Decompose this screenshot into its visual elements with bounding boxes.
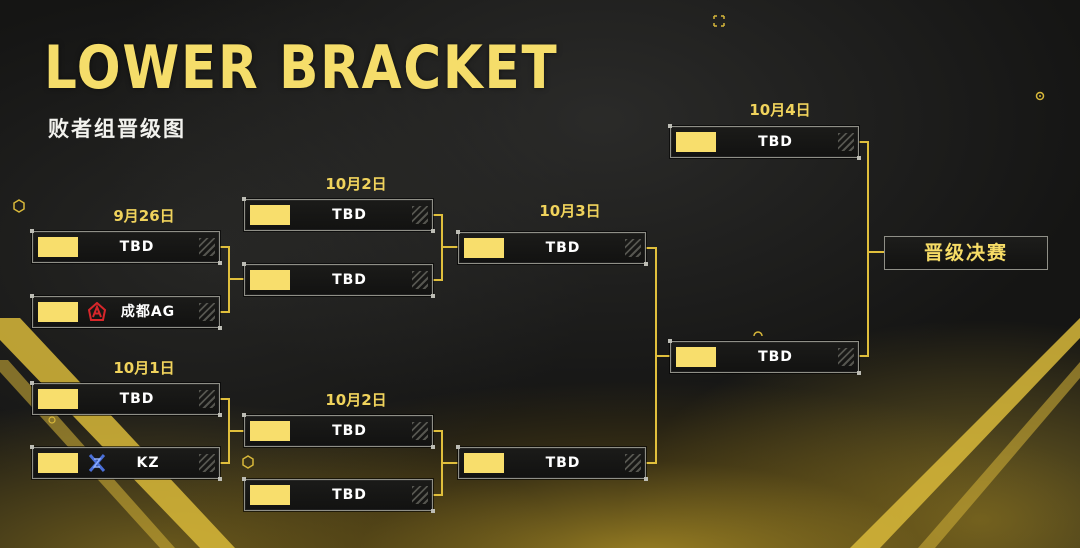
round1-top-date: 9月26日 [113,207,175,225]
team-name: TBD [119,391,155,407]
page-subtitle: 败者组晋级图 [48,117,186,141]
bracket-slot-r1-top-2: 成都AG [30,294,222,330]
team-name: TBD [332,487,367,503]
team-color-swatch [250,421,290,441]
bracket-slot-r1-bottom-2: KZ [30,445,222,481]
team-color-swatch [250,485,290,505]
bracket-slot-r1-top-1: TBD [30,229,222,265]
bracket-slot-r4-2: TBD [668,339,861,375]
team-name: KZ [136,455,160,471]
slot-stripes [199,238,215,256]
round1-bottom-date: 10月1日 [113,359,175,377]
round2-bottom-date: 10月2日 [325,391,387,409]
team-color-swatch [676,347,716,367]
team-color-swatch [38,302,78,322]
slot-stripes [412,206,428,224]
bracket-slot-r2-bottom-1: TBD [242,413,435,449]
team-color-swatch [38,453,78,473]
bracket-slot-r2-bottom-2: TBD [242,477,435,513]
round2-top-date: 10月2日 [325,175,387,193]
team-name: TBD [119,239,155,255]
slot-stripes [838,133,854,151]
bracket-slot-r2-top-1: TBD [242,197,435,233]
slot-stripes [199,454,215,472]
bracket-slot-r2-top-2: TBD [242,262,435,298]
ag-team-logo [87,302,107,321]
slot-stripes [838,348,854,366]
slot-stripes [412,271,428,289]
bracket-slot-r4-1: TBD [668,124,861,160]
round4-date: 10月4日 [749,101,811,119]
page-title: LOWER BRACKET [44,33,559,103]
bracket-slot-r3-1: TBD [456,230,648,266]
slot-stripes [199,303,215,321]
team-color-swatch [464,238,504,258]
slot-stripes [199,390,215,408]
team-color-swatch [676,132,716,152]
team-color-swatch [464,453,504,473]
team-name: TBD [545,455,581,471]
team-name: TBD [332,423,367,439]
slot-stripes [625,239,641,257]
team-name: TBD [332,272,367,288]
team-name: TBD [545,240,581,256]
bracket-slot-r3-2: TBD [456,445,648,481]
slot-stripes [412,486,428,504]
team-name: TBD [332,207,367,223]
team-color-swatch [38,389,78,409]
team-name: TBD [758,349,793,365]
round3-date: 10月3日 [539,202,601,220]
team-name: 成都AG [120,304,176,320]
slot-stripes [412,422,428,440]
team-color-swatch [38,237,78,257]
team-name: TBD [758,134,793,150]
advance-to-final-box: 晋级决赛 [884,236,1048,270]
team-color-swatch [250,205,290,225]
kz-team-logo [88,454,106,472]
bracket-slot-r1-bottom-1: TBD [30,381,222,417]
team-color-swatch [250,270,290,290]
slot-stripes [625,454,641,472]
